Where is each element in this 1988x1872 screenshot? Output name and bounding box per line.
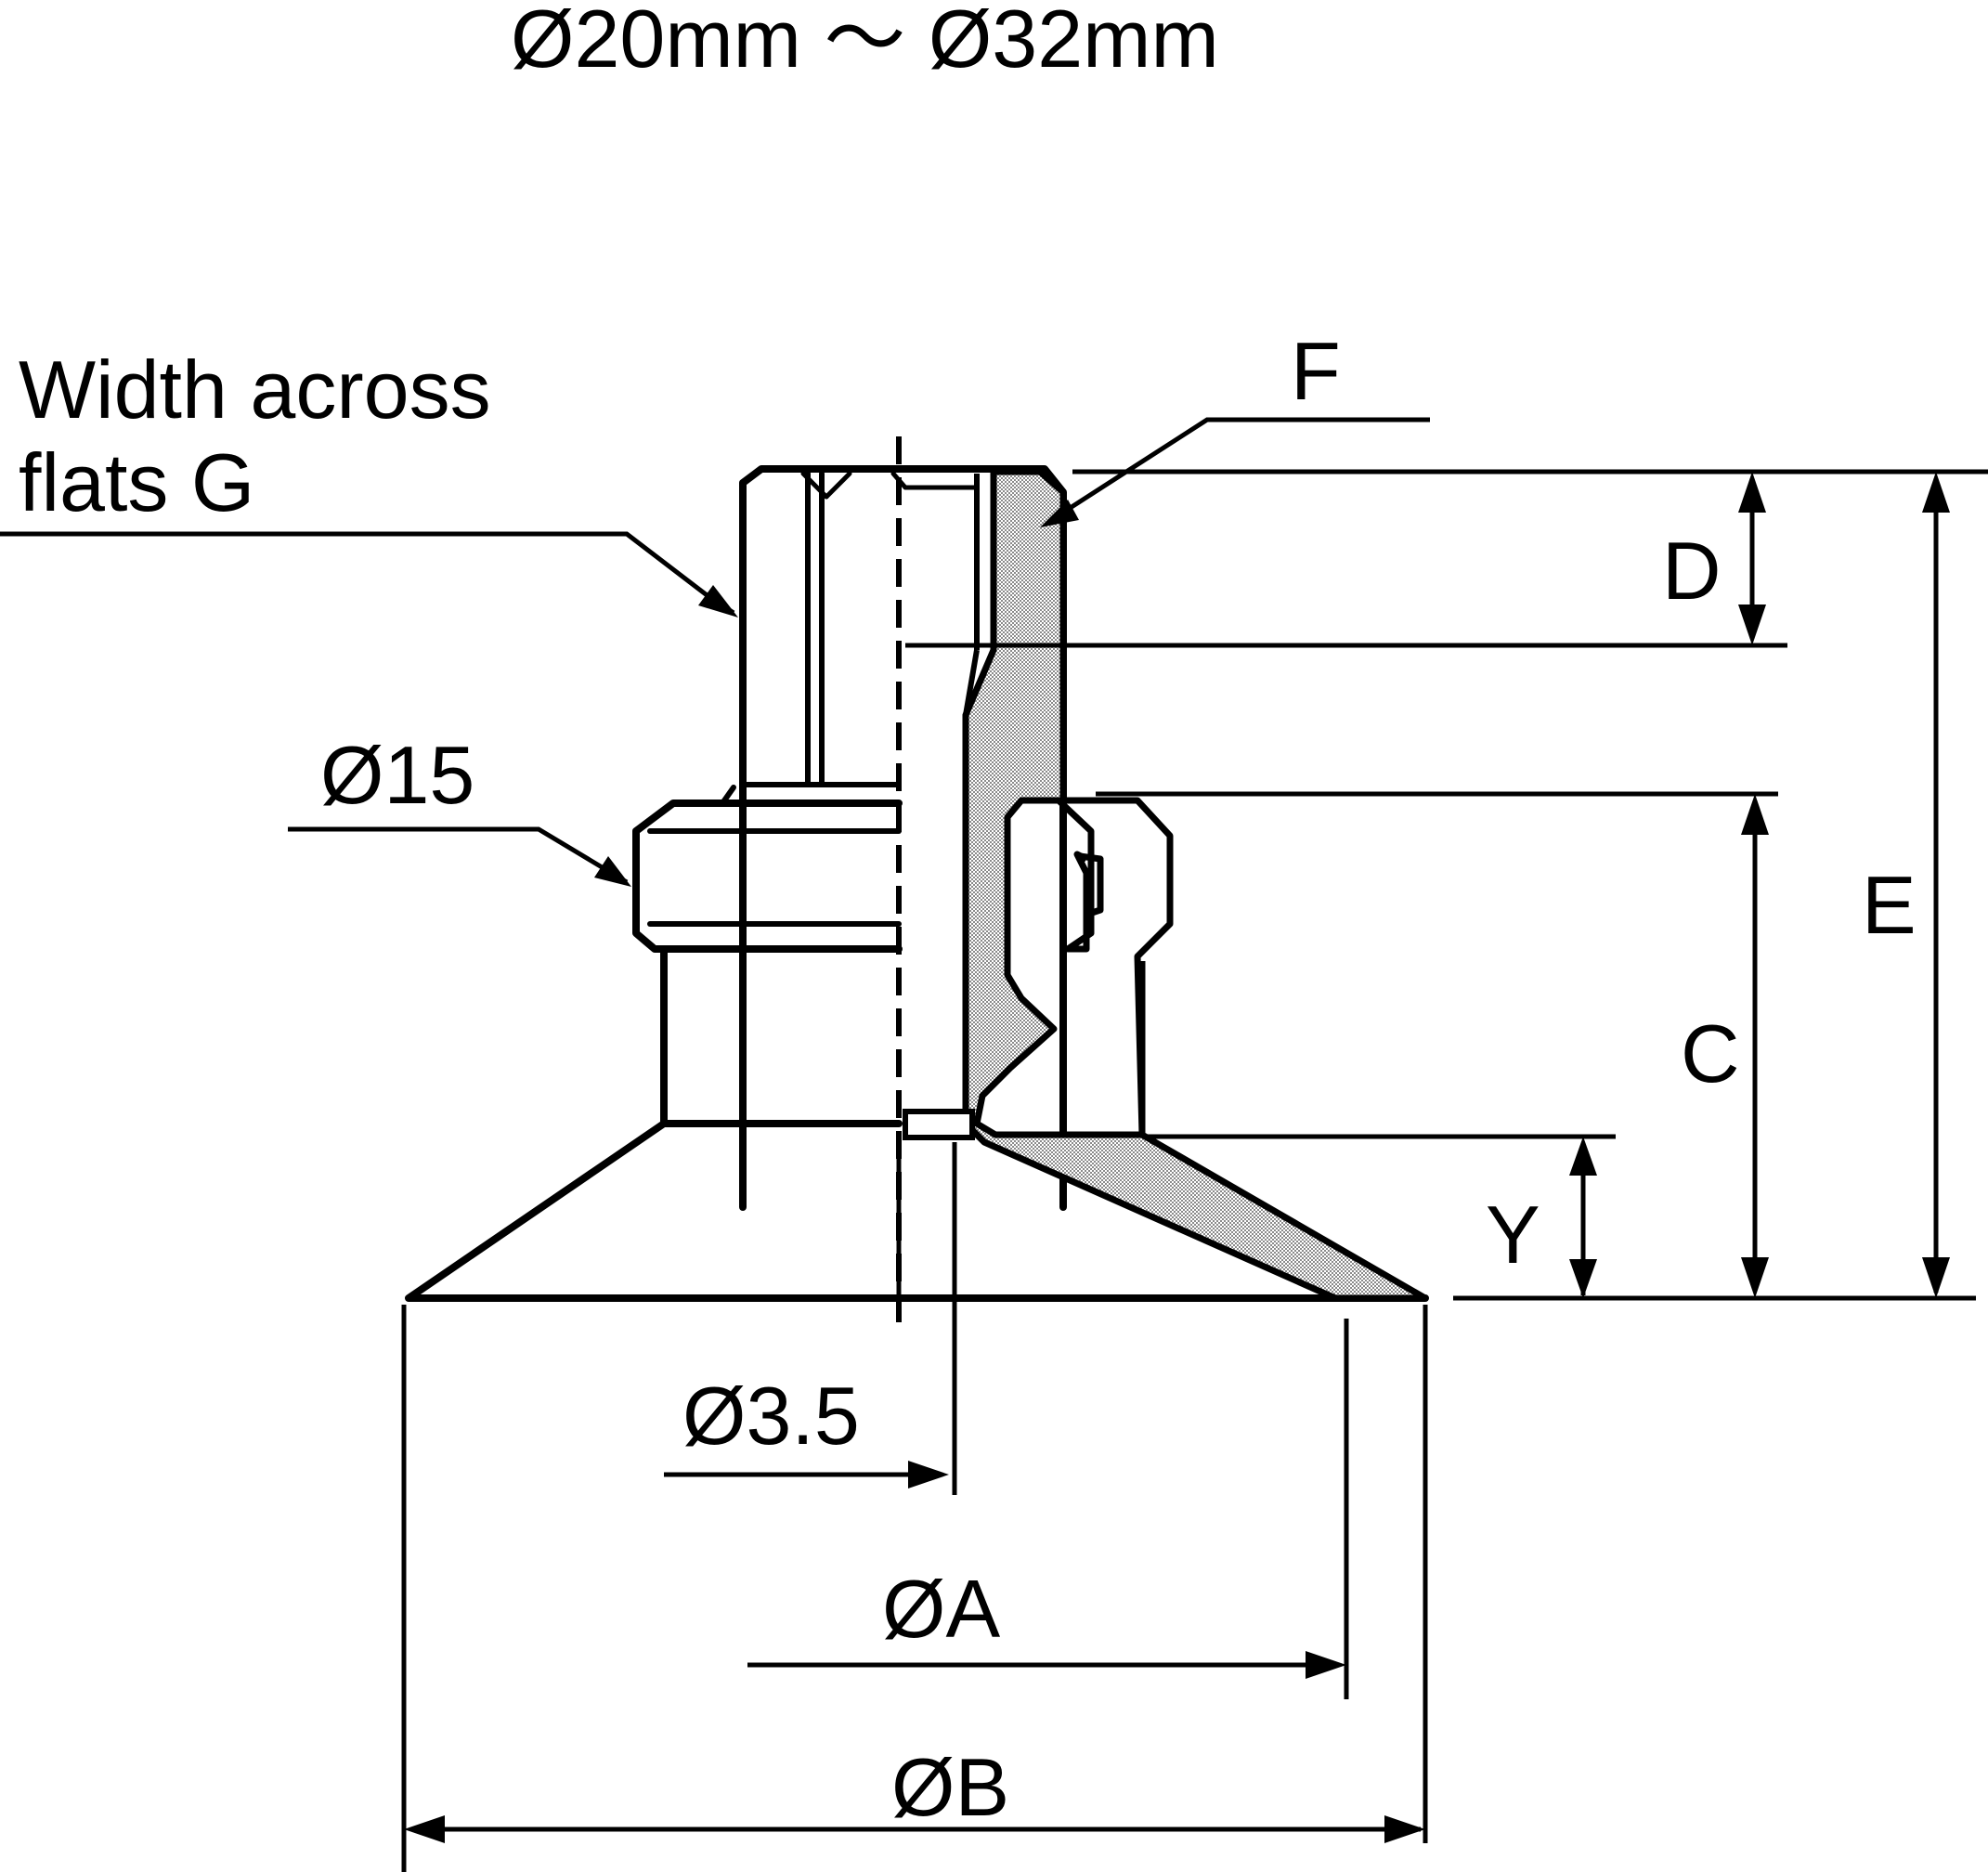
vent-hole	[903, 1109, 975, 1140]
dia-15-label: Ø15	[320, 729, 474, 821]
dia-a-label: ØA	[882, 1563, 1000, 1655]
y-label: Y	[1486, 1189, 1540, 1280]
collar	[632, 800, 903, 953]
arrowheads	[404, 472, 1950, 1843]
title: Ø20mm 〜 Ø32mm	[511, 0, 1219, 84]
neck	[660, 945, 903, 1127]
dia-3-5-label: Ø3.5	[682, 1370, 860, 1462]
f-label: F	[1291, 325, 1341, 417]
width-across-flats-label-line2: flats G	[19, 436, 254, 528]
d-label: D	[1662, 525, 1722, 617]
section-hatch	[962, 468, 1429, 1302]
cup-outline	[405, 1120, 1429, 1302]
width-across-flats-label-line1: Width across	[19, 344, 491, 436]
dia-b-label: ØB	[891, 1741, 1009, 1833]
c-label: C	[1681, 1008, 1740, 1099]
pad-outline	[405, 465, 1429, 1302]
bellows-detail	[1021, 797, 1174, 1136]
e-label: E	[1862, 859, 1917, 951]
